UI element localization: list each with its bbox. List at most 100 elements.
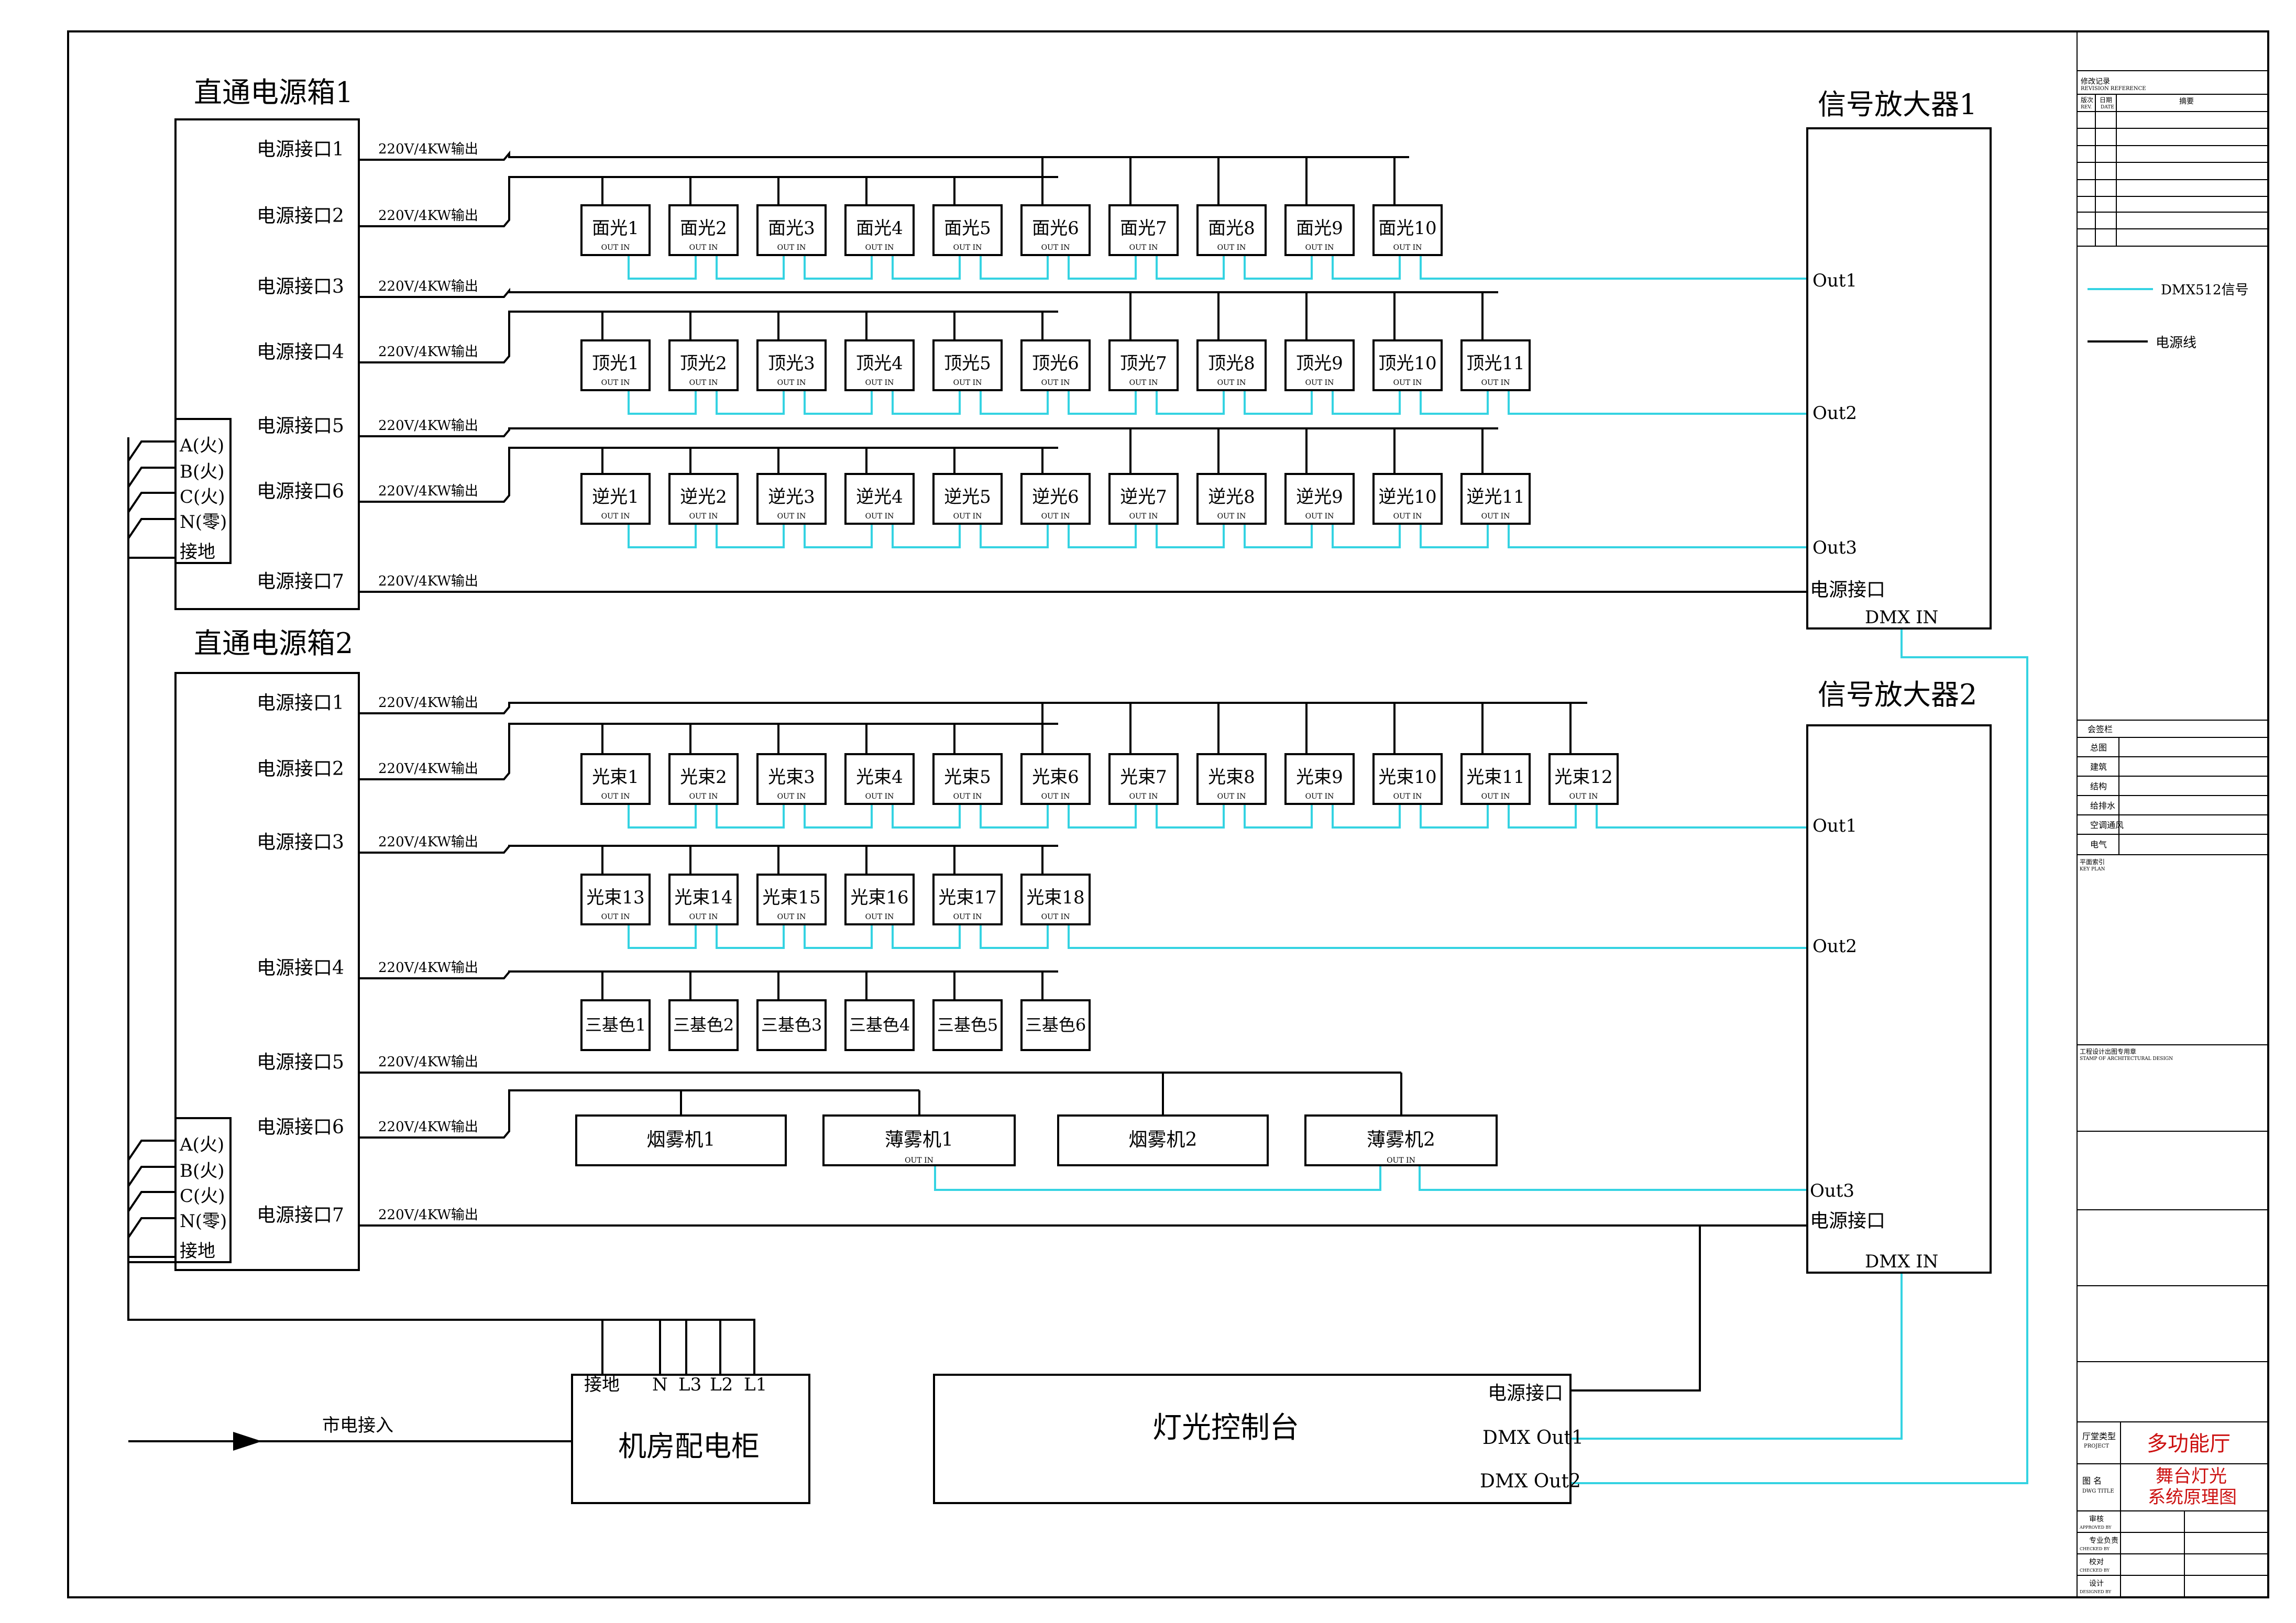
fixture-label: 逆光1 bbox=[592, 487, 639, 507]
fixture-port-label: OUT IN bbox=[953, 244, 982, 252]
fixture-port-label: OUT IN bbox=[689, 913, 718, 921]
fixture-port-label: OUT IN bbox=[777, 792, 806, 801]
power-bus bbox=[359, 845, 1058, 854]
power-box-2-title: 直通电源箱2 bbox=[194, 627, 353, 660]
rev-col-version: 版次 bbox=[2081, 96, 2093, 104]
tricolor-box bbox=[932, 999, 1003, 1051]
sign-row-label: 空调通风 bbox=[2090, 820, 2124, 830]
revision-header-en: REVISION REFERENCE bbox=[2081, 86, 2146, 92]
distribution-cabinet: 机房配电柜 接地 N L3 L2 L1 市电接入 bbox=[128, 1374, 810, 1504]
power-box-2-terminal-3: C(火) bbox=[180, 1186, 225, 1207]
effect-label: 薄雾机2 bbox=[1367, 1129, 1435, 1151]
dmx-link bbox=[1068, 804, 1137, 829]
stamp-label-en: STAMP OF ARCHITECTURAL DESIGN bbox=[2080, 1056, 2173, 1062]
dmx-link bbox=[804, 804, 873, 829]
fixture-port-label: OUT IN bbox=[1305, 244, 1334, 252]
power-to-console bbox=[1570, 1225, 1701, 1392]
fixture-port-label: OUT IN bbox=[865, 512, 894, 521]
approval-row-label-en: CHECKED BY bbox=[2080, 1547, 2110, 1551]
amplifier-2-out2: Out2 bbox=[1812, 936, 1857, 957]
project-label-en: PROJECT bbox=[2084, 1443, 2109, 1449]
fixture-port-label: OUT IN bbox=[689, 379, 718, 387]
fixture-box bbox=[1196, 339, 1267, 391]
dmx-link bbox=[804, 924, 873, 949]
amplifier-2-dmx-in: DMX IN bbox=[1865, 1251, 1938, 1272]
dmx-link bbox=[980, 524, 1049, 548]
signal-amplifier-2: 信号放大器2 Out1 Out2 Out3 电源接口 DMX IN bbox=[1806, 678, 1992, 1274]
fixture-label: 光束3 bbox=[768, 767, 815, 788]
terminal-wire bbox=[127, 440, 175, 462]
console-power-port: 电源接口 bbox=[1488, 1383, 1563, 1404]
fixture-box bbox=[1372, 753, 1443, 805]
fixture-box bbox=[668, 473, 739, 525]
fixture-label: 逆光7 bbox=[1120, 487, 1167, 507]
amplifier-1-out1: Out1 bbox=[1812, 270, 1857, 291]
power-box-1-port-7: 电源接口7 bbox=[257, 571, 344, 592]
dmx-link bbox=[716, 924, 785, 949]
fixture-port-label: OUT IN bbox=[1129, 792, 1158, 801]
approval-row-label: 校对 bbox=[2089, 1558, 2104, 1566]
amplifier-2-out1: Out1 bbox=[1812, 815, 1857, 836]
power-box-1-port-5: 电源接口5 bbox=[257, 415, 344, 437]
power-bus bbox=[359, 1089, 919, 1139]
dmx-link bbox=[804, 524, 873, 548]
fixture-port-label: OUT IN bbox=[1217, 792, 1246, 801]
fixture-box bbox=[1284, 339, 1355, 391]
dmx-link bbox=[980, 924, 1049, 949]
fixture-box bbox=[1284, 753, 1355, 805]
tricolor-box bbox=[1020, 999, 1091, 1051]
fixture-label: 光束15 bbox=[762, 887, 820, 908]
power-box-1-port-1: 电源接口1 bbox=[257, 139, 344, 160]
power-bus bbox=[359, 447, 1058, 503]
fixture-box bbox=[932, 339, 1003, 391]
dmx-link bbox=[628, 255, 697, 280]
dmx-link bbox=[628, 924, 697, 949]
lighting-console: 灯光控制台 电源接口 DMX Out1 DMX Out2 bbox=[933, 1374, 1584, 1504]
approval-row-label: 审核 bbox=[2089, 1515, 2104, 1523]
fixture-label: 光束6 bbox=[1032, 767, 1079, 788]
fixture-label: 逆光9 bbox=[1296, 487, 1343, 507]
power-wiring bbox=[127, 150, 1807, 1392]
fixture-box bbox=[756, 874, 827, 925]
sign-row-label: 电气 bbox=[2090, 840, 2107, 849]
fixture-port-label: OUT IN bbox=[953, 379, 982, 387]
power-box-2-output-label: 220V/4KW输出 bbox=[378, 695, 478, 711]
dmx-link bbox=[1244, 390, 1313, 415]
power-box-1-terminal-1: A(火) bbox=[179, 435, 224, 456]
fixture-label: 逆光6 bbox=[1032, 487, 1079, 507]
dwg-title-label: 图 名 bbox=[2082, 1476, 2102, 1486]
fixture-label: 光束8 bbox=[1208, 767, 1255, 788]
fixture-box bbox=[580, 753, 651, 805]
power-box-2-port-2: 电源接口2 bbox=[257, 758, 344, 780]
fixture-label: 面光9 bbox=[1296, 218, 1343, 239]
fixture-box bbox=[844, 339, 915, 391]
fixture-port-label: OUT IN bbox=[865, 379, 894, 387]
fixture-port-label: OUT IN bbox=[689, 512, 718, 521]
fixture-box bbox=[756, 753, 827, 805]
fixture-box bbox=[932, 473, 1003, 525]
fixture-box bbox=[668, 204, 739, 256]
console-dmx-out1: DMX Out1 bbox=[1482, 1427, 1584, 1449]
power-box-2-output-label: 220V/4KW输出 bbox=[378, 1207, 478, 1223]
tricolor-box bbox=[756, 999, 827, 1051]
power-box-2-output-label: 220V/4KW输出 bbox=[378, 960, 478, 976]
dmx-link bbox=[1332, 524, 1401, 548]
fixture-port-label: OUT IN bbox=[953, 792, 982, 801]
fixture-box bbox=[580, 204, 651, 256]
fixture-label: 光束12 bbox=[1554, 767, 1612, 788]
fixture-label: 逆光11 bbox=[1466, 487, 1524, 507]
fixture-label: 顶光4 bbox=[856, 353, 903, 374]
fixture-port-label: OUT IN bbox=[601, 512, 630, 521]
power-bus bbox=[359, 176, 1058, 227]
terminal-wire bbox=[127, 518, 175, 539]
dmx-link bbox=[1244, 524, 1313, 548]
effect-label: 薄雾机1 bbox=[885, 1129, 953, 1151]
power-box-2-terminal-5: 接地 bbox=[180, 1241, 215, 1262]
fixture-port-label: OUT IN bbox=[1393, 379, 1422, 387]
power-box-2-port-3: 电源接口3 bbox=[257, 832, 344, 853]
console-title: 灯光控制台 bbox=[1152, 1411, 1299, 1445]
dwg-title-line-2: 系统原理图 bbox=[2148, 1487, 2237, 1508]
fixture-port-label: OUT IN bbox=[1305, 512, 1334, 521]
fixture-label: 面光5 bbox=[944, 218, 991, 239]
